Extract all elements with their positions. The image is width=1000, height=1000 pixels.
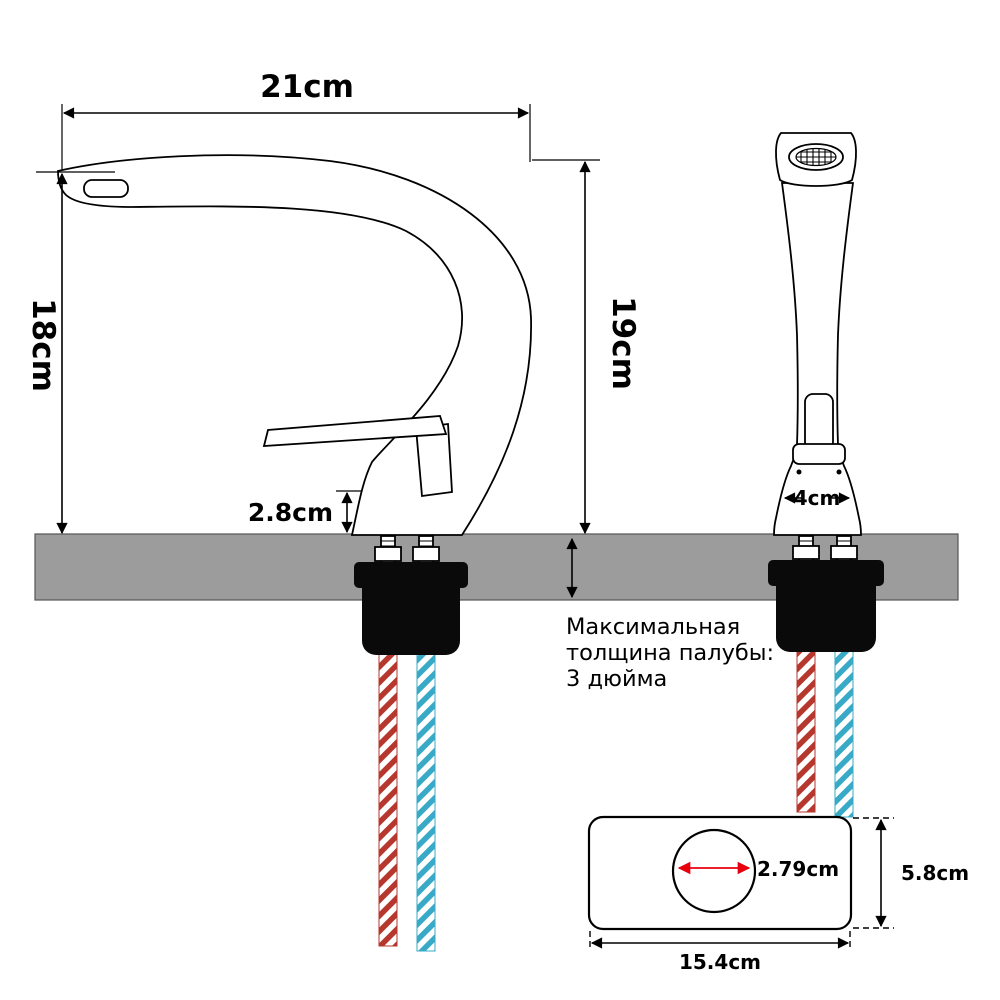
threaded-rods-side	[374, 535, 440, 565]
hot-hose-front	[796, 647, 816, 813]
front-body	[773, 182, 862, 536]
spout-outlet-mesh	[796, 148, 836, 166]
base-height-dimension: 2.8cm	[248, 490, 362, 534]
rod-nut	[374, 546, 402, 562]
base-height-dimension-label: 2.8cm	[248, 498, 333, 527]
base-width-dimension-label: 4cm	[794, 486, 841, 510]
plate-width-label: 15.4cm	[679, 950, 761, 974]
front-mounting-hardware	[768, 535, 884, 818]
cold-hose-front	[834, 647, 854, 818]
width-dimension: 21cm	[61, 69, 531, 170]
height-right-dimension-label: 19cm	[605, 296, 641, 390]
hole-diameter-label: 2.79cm	[757, 857, 839, 881]
plate-width-dimension: 15.4cm	[589, 931, 851, 974]
width-dimension-label: 21cm	[260, 69, 354, 105]
mounting-nut-flange-front	[768, 560, 884, 586]
deck-note-line2: толщина палубы:	[566, 640, 774, 666]
faucet-front-view: 4cm	[773, 132, 862, 536]
deck-note-line1: Максимальная	[566, 614, 740, 640]
hot-hose-side	[378, 647, 398, 947]
plate-depth-dimension: 5.8cm	[853, 817, 969, 929]
deck-note-line3: 3 дюйма	[566, 666, 667, 692]
handle-lever	[262, 415, 448, 447]
height-right-dimension: 19cm	[532, 159, 641, 535]
base-width-dimension: 4cm	[783, 486, 851, 510]
mounting-nut-front	[776, 584, 876, 652]
faucet-side-view	[57, 154, 532, 536]
rod-nut	[830, 545, 858, 560]
height-left-dimension-label: 18cm	[25, 298, 61, 392]
deck-plate-top-view: 2.79cm 5.8cm 15.4cm	[587, 815, 969, 974]
deck-note: Максимальная толщина палубы: 3 дюйма	[566, 614, 774, 692]
hole-diameter-dimension: 2.79cm	[677, 857, 839, 881]
cold-hose-side	[416, 647, 436, 952]
rod-nut	[412, 546, 440, 562]
mounting-nut-side	[362, 585, 460, 655]
front-handle-collar	[792, 443, 846, 465]
front-handle	[804, 393, 834, 451]
mounting-nut-flange-side	[354, 562, 468, 588]
side-mounting-hardware	[354, 535, 468, 952]
collar-screw	[836, 469, 842, 475]
collar-screw	[796, 469, 802, 475]
aerator	[83, 179, 129, 198]
plate-depth-label: 5.8cm	[901, 861, 969, 885]
spout-body	[57, 154, 532, 536]
threaded-rods-front	[792, 535, 858, 563]
mounting-hole	[671, 828, 757, 914]
rod-nut	[792, 545, 820, 560]
height-left-dimension: 18cm	[25, 171, 115, 535]
